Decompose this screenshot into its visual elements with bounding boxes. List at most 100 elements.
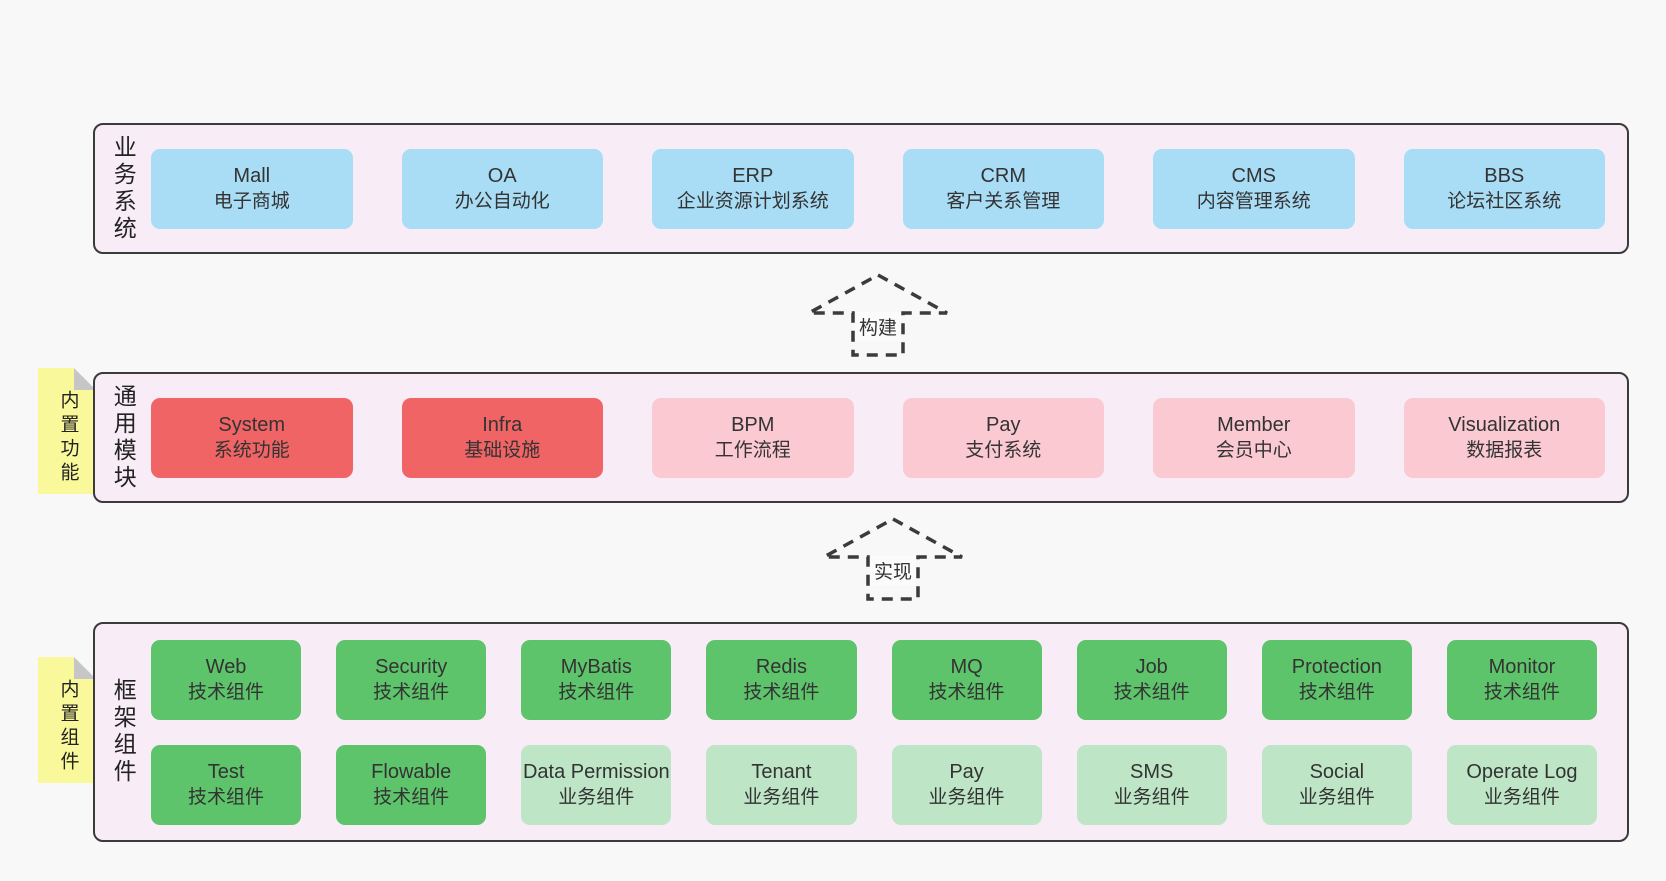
box-title: Test — [207, 760, 245, 783]
box-title: Social — [1309, 760, 1365, 783]
box-pay-system: Pay 支付系统 — [902, 397, 1104, 478]
box-flowable: Flowable 技术组件 — [336, 744, 487, 825]
box-title: CRM — [980, 164, 1027, 187]
box-protection: Protection 技术组件 — [1261, 639, 1412, 720]
box-title: CMS — [1231, 164, 1276, 187]
box-title: Redis — [755, 655, 807, 678]
arrow-up-icon — [808, 273, 948, 357]
arrow-up-icon — [823, 517, 963, 601]
box-subtitle: 技术组件 — [1113, 682, 1190, 704]
box-subtitle: 技术组件 — [1298, 682, 1375, 704]
box-subtitle: 内容管理系统 — [1196, 191, 1311, 213]
box-title: Security — [375, 655, 448, 678]
box-subtitle: 客户关系管理 — [946, 191, 1061, 213]
sticky-note-label: 内置功能 — [57, 390, 79, 486]
box-infra: Infra 基础设施 — [401, 397, 603, 478]
arrow-implement-label: 实现 — [869, 556, 917, 585]
box-tenant: Tenant 业务组件 — [706, 744, 857, 825]
panel-business-systems-label: 业务系统 — [110, 134, 137, 243]
box-sms: SMS 业务组件 — [1076, 744, 1227, 825]
box-title: Web — [205, 655, 247, 678]
box-title: Flowable — [371, 760, 452, 783]
framework-components-grid: Web 技术组件 Security 技术组件 MyBatis 技术组件 Redi… — [151, 624, 1627, 840]
panel-framework-components: 框架组件 Web 技术组件 Security 技术组件 MyBatis 技术组件… — [93, 622, 1629, 842]
box-subtitle: 办公自动化 — [454, 191, 550, 213]
box-subtitle: 技术组件 — [1483, 682, 1560, 704]
box-title: Job — [1135, 655, 1168, 678]
box-subtitle: 业务组件 — [1483, 787, 1560, 809]
box-subtitle: 技术组件 — [373, 787, 450, 809]
box-social: Social 业务组件 — [1261, 744, 1412, 825]
box-security: Security 技术组件 — [336, 639, 487, 720]
arrow-up-build: 构建 — [806, 272, 950, 358]
box-title: Infra — [482, 413, 523, 436]
box-subtitle: 数据报表 — [1466, 440, 1543, 462]
box-subtitle: 业务组件 — [928, 787, 1005, 809]
box-title: System — [218, 413, 286, 436]
box-title: OA — [487, 164, 517, 187]
box-system: System 系统功能 — [151, 397, 353, 478]
box-title: Protection — [1291, 655, 1382, 678]
box-title: ERP — [732, 164, 774, 187]
box-title: Data Permission — [522, 760, 670, 783]
box-subtitle: 业务组件 — [558, 787, 635, 809]
box-title: Member — [1217, 413, 1291, 436]
sticky-note-builtin-components: 内置组件 — [38, 657, 96, 783]
box-oa: OA 办公自动化 — [401, 148, 603, 229]
box-title: Operate Log — [1466, 760, 1578, 783]
box-title: Mall — [233, 164, 271, 187]
box-mq: MQ 技术组件 — [891, 639, 1042, 720]
panel-common-modules-label: 通用模块 — [110, 383, 137, 492]
box-subtitle: 业务组件 — [743, 787, 820, 809]
box-subtitle: 基础设施 — [464, 440, 541, 462]
box-title: MQ — [950, 655, 983, 678]
box-subtitle: 技术组件 — [188, 787, 265, 809]
box-visualization: Visualization 数据报表 — [1403, 397, 1605, 478]
box-mall: Mall 电子商城 — [151, 148, 353, 229]
box-monitor: Monitor 技术组件 — [1446, 639, 1597, 720]
box-redis: Redis 技术组件 — [706, 639, 857, 720]
sticky-note-builtin-features: 内置功能 — [38, 368, 96, 494]
box-title: BBS — [1484, 164, 1525, 187]
common-modules-row: System 系统功能 Infra 基础设施 BPM 工作流程 Pay 支付系统… — [151, 374, 1627, 501]
box-title: Pay — [986, 413, 1021, 436]
box-subtitle: 技术组件 — [373, 682, 450, 704]
box-title: Visualization — [1448, 413, 1561, 436]
box-bpm: BPM 工作流程 — [652, 397, 854, 478]
box-job: Job 技术组件 — [1076, 639, 1227, 720]
panel-business-systems: 业务系统 Mall 电子商城 OA 办公自动化 ERP 企业资源计划系统 CRM… — [93, 123, 1629, 254]
box-subtitle: 业务组件 — [1113, 787, 1190, 809]
box-data-permission: Data Permission 业务组件 — [521, 744, 672, 825]
box-title: Tenant — [751, 760, 812, 783]
box-member: Member 会员中心 — [1153, 397, 1355, 478]
box-title: Pay — [949, 760, 984, 783]
box-title: SMS — [1130, 760, 1174, 783]
box-title: BPM — [731, 413, 775, 436]
box-subtitle: 论坛社区系统 — [1447, 191, 1562, 213]
box-subtitle: 技术组件 — [928, 682, 1005, 704]
box-operate-log: Operate Log 业务组件 — [1446, 744, 1597, 825]
box-subtitle: 企业资源计划系统 — [676, 191, 829, 213]
box-test: Test 技术组件 — [151, 744, 302, 825]
box-crm: CRM 客户关系管理 — [902, 148, 1104, 229]
box-subtitle: 支付系统 — [965, 440, 1042, 462]
box-title: MyBatis — [560, 655, 632, 678]
box-subtitle: 技术组件 — [558, 682, 635, 704]
sticky-note-label: 内置组件 — [57, 679, 79, 775]
panel-common-modules: 通用模块 System 系统功能 Infra 基础设施 BPM 工作流程 Pay… — [93, 372, 1629, 503]
arrow-up-implement: 实现 — [821, 516, 965, 602]
box-subtitle: 业务组件 — [1298, 787, 1375, 809]
panel-framework-components-label: 框架组件 — [110, 678, 137, 786]
box-subtitle: 系统功能 — [213, 440, 290, 462]
box-title: Monitor — [1488, 655, 1556, 678]
box-subtitle: 技术组件 — [188, 682, 265, 704]
box-subtitle: 工作流程 — [714, 440, 791, 462]
box-erp: ERP 企业资源计划系统 — [652, 148, 854, 229]
box-subtitle: 会员中心 — [1215, 440, 1292, 462]
box-subtitle: 技术组件 — [743, 682, 820, 704]
box-bbs: BBS 论坛社区系统 — [1403, 148, 1605, 229]
box-web: Web 技术组件 — [151, 639, 302, 720]
box-cms: CMS 内容管理系统 — [1153, 148, 1355, 229]
box-mybatis: MyBatis 技术组件 — [521, 639, 672, 720]
